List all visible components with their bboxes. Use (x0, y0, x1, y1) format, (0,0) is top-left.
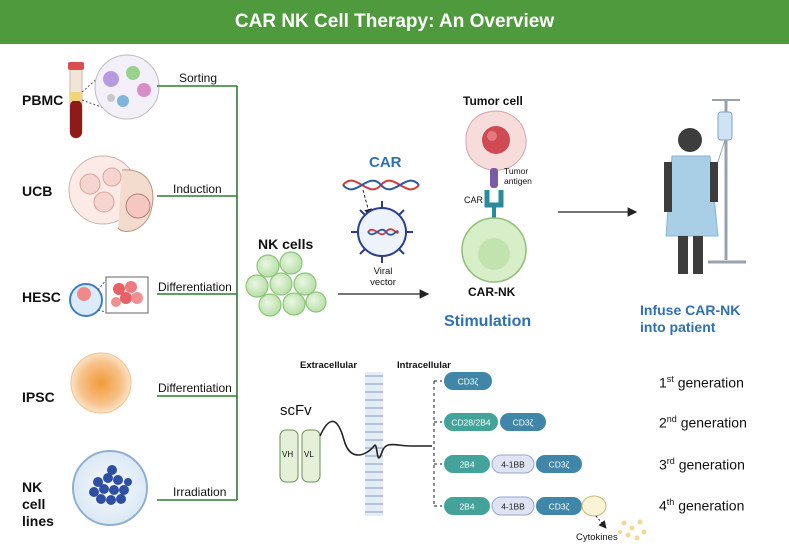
gen2-domains: CD28/2B4 CD3ζ (444, 413, 546, 431)
gen4-2b4-label: 2B4 (459, 502, 474, 512)
hesc-icon (69, 276, 149, 317)
stimulation-label: Stimulation (444, 313, 532, 330)
title-banner (0, 0, 789, 44)
gen1-text: generation (677, 374, 744, 391)
tumor-cell-icon (465, 110, 527, 171)
page-title: CAR NK Cell Therapy: An Overview (234, 11, 555, 32)
gen3-domains: 2B4 4-1BB CD3ζ (444, 454, 582, 474)
gen2-label: 2nd generation (659, 414, 747, 431)
gen1-cd3z-label: CD3ζ (458, 377, 479, 387)
membrane-icon (365, 372, 383, 516)
step-label-irradiation: Irradiation (173, 485, 227, 499)
nk-cells-icon (245, 251, 327, 317)
cytokine-arrow (595, 515, 607, 529)
ipsc-icon (70, 352, 132, 414)
iv-stand-icon (708, 99, 746, 264)
cytokines-label: Cytokines (576, 532, 618, 543)
hinge-tm-line (319, 420, 432, 459)
vh-label: VH (282, 450, 294, 459)
source-label-nk-cell-lines: NK cell lines (22, 479, 54, 529)
cytokines-icon (618, 519, 647, 541)
vl-label: VL (304, 450, 314, 459)
patient-icon (664, 128, 719, 274)
car-label: CAR (369, 154, 402, 171)
gen3-41bb-label: 4-1BB (501, 460, 525, 470)
gen3-label: 3rd generation (659, 456, 745, 473)
infuse-label: Infuse CAR-NK into patient (640, 302, 741, 335)
gen4-cd3z-label: CD3ζ (549, 502, 570, 512)
nk-cells-label: NK cells (258, 236, 314, 252)
source-label-ucb: UCB (22, 183, 53, 199)
gen2-suffix: nd (666, 414, 677, 424)
gen3-cd3z-label: CD3ζ (549, 460, 570, 470)
car-receptor-label: CAR (464, 195, 484, 205)
gen4-41bb-label: 4-1BB (501, 502, 525, 512)
viral-vector-label: Viral vector (370, 266, 396, 288)
ucb-icon (68, 155, 154, 232)
gen1-suffix: st (666, 374, 674, 384)
step-label-differentiation-hesc: Differentiation (158, 280, 232, 294)
source-label-pbmc: PBMC (22, 92, 64, 108)
tumor-antigen-icon (490, 168, 498, 188)
step-label-induction: Induction (173, 182, 222, 196)
scfv-label: scFv (280, 402, 312, 419)
intracellular-label: Intracellular (397, 360, 451, 371)
car-nk-cell-icon (461, 217, 527, 283)
step-label-differentiation-ipsc: Differentiation (158, 381, 232, 395)
gen3-2b4-label: 2B4 (459, 460, 474, 470)
viral-vector-icon (351, 201, 413, 263)
car-dna-icon (342, 179, 420, 191)
source-connectors (157, 85, 238, 501)
scfv-vl-domain (301, 429, 321, 483)
gen2-cd3z-label: CD3ζ (513, 418, 534, 428)
car-nk-label: CAR-NK (468, 285, 516, 299)
gen2-cd28-label: CD28/2B4 (451, 418, 490, 428)
gen3-suffix: rd (666, 456, 675, 466)
gen3-text: generation (678, 456, 745, 473)
pbmc-cells-icon (94, 54, 160, 120)
gen4-text: generation (678, 497, 745, 514)
tumor-cell-label: Tumor cell (463, 94, 523, 108)
gen2-number: 2 (659, 414, 667, 431)
source-label-hesc: HESC (22, 289, 61, 305)
gen2-text: generation (680, 414, 747, 431)
scfv-vh-domain (279, 429, 299, 483)
tumor-antigen-label: Tumor antigen (504, 166, 532, 186)
extracellular-label: Extracellular (300, 360, 358, 371)
gen4-label: 4th generation (659, 497, 744, 514)
pbmc-tube-icon (68, 62, 84, 139)
step-label-sorting: Sorting (179, 71, 218, 85)
gen4-suffix: th (666, 497, 675, 507)
generation-bracket (433, 380, 442, 507)
gen1-label: 1st generation (659, 374, 744, 391)
gen4-number: 4 (659, 497, 667, 514)
nk-cell-lines-dish-icon (72, 450, 148, 526)
gen3-number: 3 (659, 456, 667, 473)
gen1-domains: CD3ζ (444, 372, 492, 390)
car-receptor-icon (484, 190, 504, 220)
gen4-domains: 2B4 4-1BB CD3ζ (444, 495, 607, 517)
source-label-ipsc: IPSC (22, 389, 55, 405)
gen1-number: 1 (659, 374, 667, 391)
